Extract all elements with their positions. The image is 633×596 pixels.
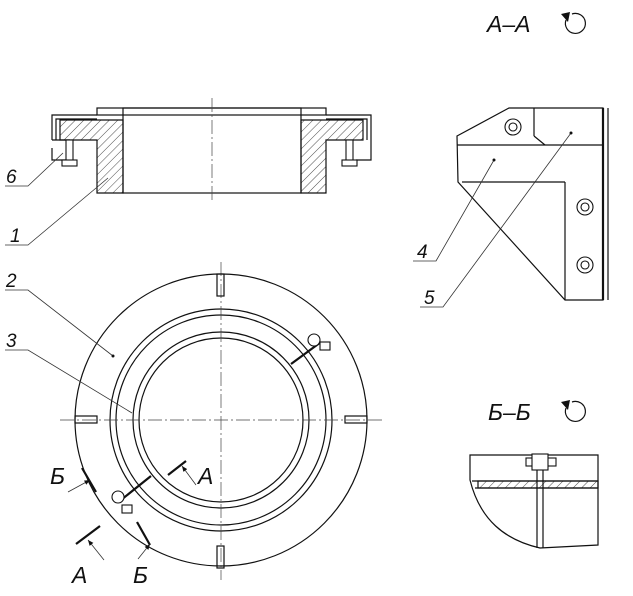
section-bb-title: Б–Б [488,399,531,425]
bolt-aa-mid [576,198,594,216]
cut-label-b-lower: Б [133,562,148,588]
label-part-4: 4 [417,242,428,263]
rotation-symbol-icon [561,12,586,34]
leader-lines [5,131,573,414]
rotation-symbol-icon-bb [561,400,586,422]
label-part-1: 1 [10,226,21,247]
bolt-lower-left [111,490,133,514]
label-part-5: 5 [424,288,435,309]
bolt-aa-low [576,256,594,274]
cut-label-a-upper: А [196,463,213,489]
plan-view [60,262,382,580]
cut-label-a-lower: А [70,562,87,588]
label-part-6: 6 [6,167,17,188]
section-aa-view [456,107,609,301]
side-section-view [51,98,372,200]
cut-label-b-upper: Б [50,463,65,489]
bolt-upper-right [307,333,331,351]
section-bb-view [469,453,599,549]
label-part-3: 3 [6,331,17,352]
label-part-2: 2 [5,271,17,292]
section-aa-title: А–А [485,11,530,37]
bolt-aa-top [504,118,522,136]
